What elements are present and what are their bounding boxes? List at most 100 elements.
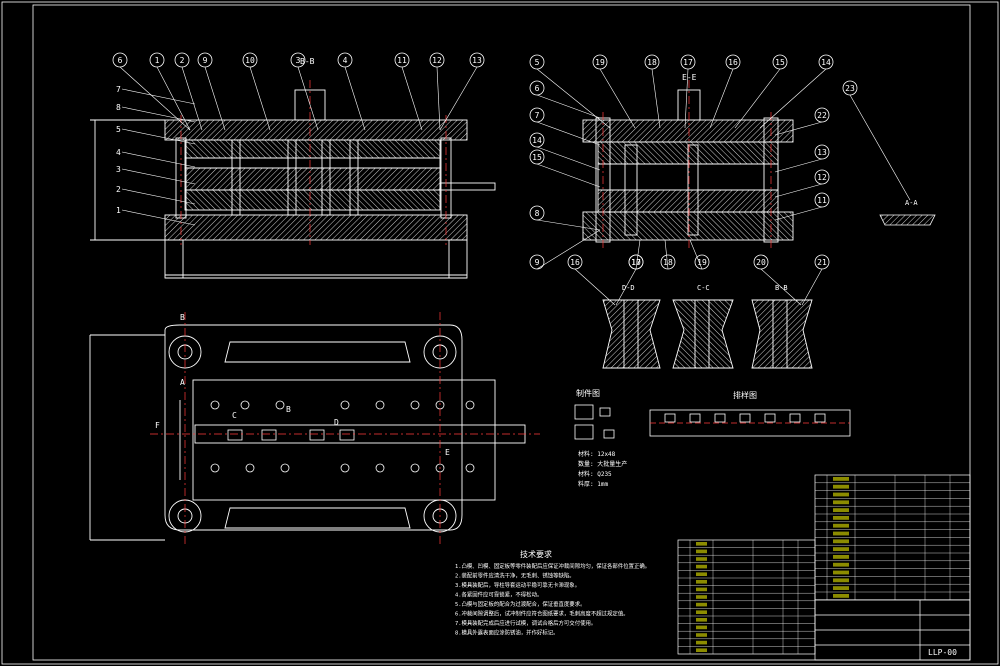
callout-balloon: 5 — [529, 54, 611, 129]
detail-label: A-A — [905, 199, 918, 207]
tech-requirement-item: 5.凸模与固定板的配合为过渡配合，保证垂直度要求。 — [455, 600, 585, 608]
callout-balloon: 12 — [429, 52, 445, 131]
svg-text:7: 7 — [535, 111, 540, 120]
callout-balloon: 15 — [734, 54, 788, 129]
bom-cell — [833, 547, 849, 551]
plan-view-centerlines — [150, 312, 540, 545]
callout-balloon: 17 — [680, 54, 696, 129]
svg-text:22: 22 — [817, 111, 827, 120]
bom-cell — [696, 580, 707, 584]
callout-balloon: 18 — [644, 54, 661, 129]
svg-text:11: 11 — [817, 196, 827, 205]
part-note: 料厚: 1mm — [578, 480, 608, 488]
callout-balloon: 18 — [660, 239, 676, 270]
svg-text:15: 15 — [775, 58, 785, 67]
bom-cell — [696, 602, 707, 607]
tech-requirement-item: 1.凸模、凹模、固定板等零件装配后应保证冲裁间隙均匀，保证各部件位置正确。 — [455, 562, 650, 570]
layout-drawing-title: 排样图 — [733, 390, 757, 400]
plan-label: F — [155, 421, 160, 430]
svg-text:2: 2 — [180, 56, 185, 65]
callout-number: 1 — [116, 206, 121, 215]
bom-cell — [833, 570, 849, 575]
tech-requirements-title: 技术要求 — [520, 549, 552, 559]
bom-cell — [833, 477, 849, 481]
callout-number: 4 — [116, 148, 121, 157]
bom-cell — [833, 562, 849, 567]
bom-cell — [833, 539, 849, 544]
main-view-centerlines — [180, 80, 447, 245]
svg-text:3: 3 — [296, 56, 301, 65]
detail-a-a — [879, 214, 936, 226]
bom-cell — [696, 587, 707, 592]
callout-number: 3 — [116, 165, 121, 174]
callout-balloon: 9 — [529, 229, 601, 270]
svg-text:9: 9 — [203, 56, 208, 65]
callout-number: 8 — [116, 103, 121, 112]
bom-cell — [833, 508, 849, 512]
callout-balloon: 12 — [774, 169, 830, 198]
callout-number: 5 — [116, 125, 121, 134]
callout-balloon: 16 — [709, 54, 741, 129]
callout-balloon: 21 — [801, 254, 830, 306]
callout-balloon: 13 — [439, 52, 485, 131]
svg-text:13: 13 — [472, 56, 482, 65]
plan-label: A — [180, 378, 185, 387]
bom-cell — [696, 557, 707, 561]
bom-cell — [833, 586, 849, 590]
callout-balloon: 2 — [174, 52, 203, 131]
callout-number: 2 — [116, 185, 121, 194]
svg-text:15: 15 — [532, 153, 542, 162]
callout-balloon: 17 — [615, 254, 644, 306]
part-note: 数量: 大批量生产 — [578, 460, 627, 468]
callout-balloon: 10 — [242, 52, 271, 131]
bom-cell — [696, 572, 707, 576]
bom-cell — [696, 625, 707, 630]
callout-balloon: 19 — [592, 54, 636, 129]
bom-cell — [833, 523, 849, 528]
tech-requirement-item: 2.装配前零件应清洗干净，无毛刺、锈蚀等缺陷。 — [455, 572, 575, 580]
tech-requirement-item: 4.各紧固件应可靠锁紧，不得松动。 — [455, 591, 542, 599]
bom-cell — [833, 578, 849, 583]
bom-cell — [833, 531, 849, 536]
bom-cell — [696, 610, 707, 614]
tech-requirement-item: 8.模具外露表面应涂防锈油，并作好标记。 — [455, 629, 559, 637]
svg-text:13: 13 — [817, 148, 827, 157]
svg-text:21: 21 — [817, 258, 827, 267]
small-section-views — [602, 299, 813, 369]
bom-cell — [696, 595, 707, 599]
callout-balloon: 22 — [774, 107, 830, 136]
bom-cell — [696, 618, 707, 622]
plan-label: B — [286, 405, 291, 414]
svg-text:10: 10 — [245, 56, 255, 65]
callout-balloon: 8 — [529, 205, 601, 231]
callout-balloon: 13 — [774, 144, 830, 173]
callout-balloon: 23 — [842, 80, 911, 201]
section-label: B-B — [300, 57, 315, 66]
callout-balloon: 11 — [774, 192, 830, 221]
bom-cell — [696, 549, 707, 554]
svg-text:6: 6 — [535, 84, 540, 93]
plan-view-holes — [210, 400, 475, 473]
callout-balloon: 16 — [567, 254, 616, 306]
section-label: E-E — [682, 73, 697, 82]
drawing-number: LLP-00 — [928, 648, 957, 657]
callout-balloon: 3 — [290, 52, 319, 131]
svg-text:8: 8 — [535, 209, 540, 218]
bom-cell — [696, 640, 707, 645]
callout-balloon: 6 — [529, 80, 601, 119]
tech-requirements-list: 1.凸模、凹模、固定板等零件装配后应保证冲裁间隙均匀，保证各部件位置正确。 2.装… — [455, 562, 650, 637]
callout-balloon: 14 — [529, 132, 601, 171]
section-label: D-D — [622, 284, 635, 292]
callout-balloon: 7 — [529, 107, 601, 146]
svg-text:19: 19 — [697, 258, 707, 267]
plan-label: E — [445, 448, 450, 457]
bom-cell — [833, 500, 849, 505]
svg-text:17: 17 — [631, 258, 641, 267]
svg-text:5: 5 — [535, 58, 540, 67]
